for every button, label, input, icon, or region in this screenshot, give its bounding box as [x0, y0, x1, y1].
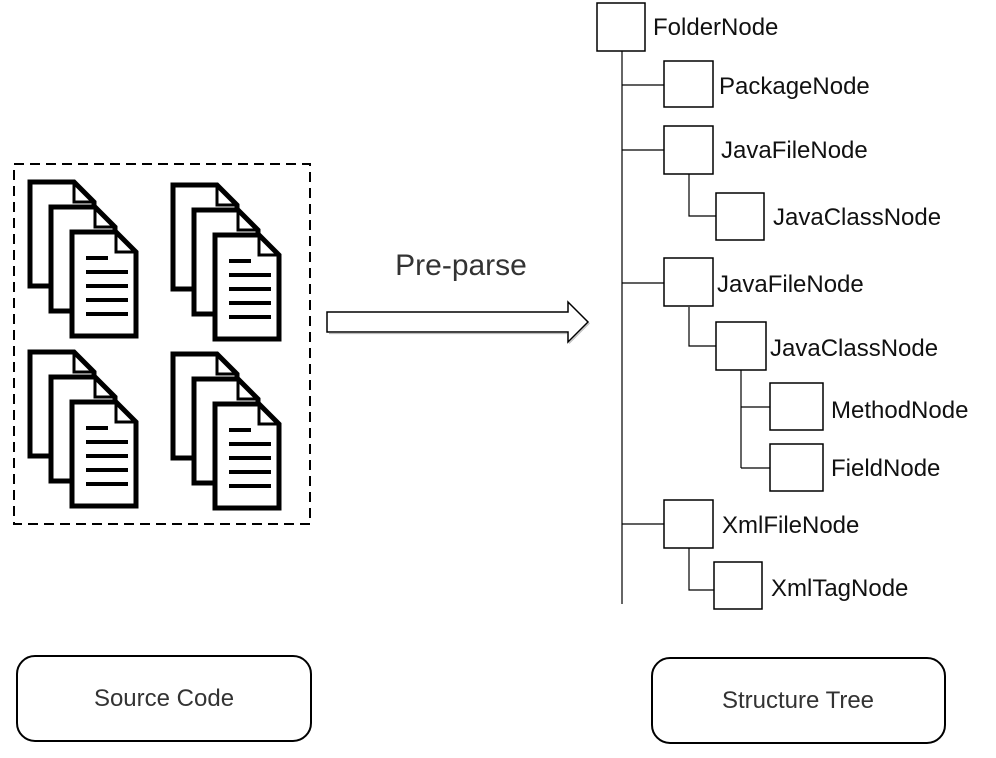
document-stack-icon: [170, 182, 282, 342]
node-box-field: [769, 443, 824, 492]
document-icon-groups: [27, 179, 282, 511]
node-label-xmltag: XmlTagNode: [771, 575, 908, 602]
source-code-dashed-frame: [13, 163, 311, 525]
connector-xmltag: [688, 548, 714, 591]
node-box-javafile-1: [663, 125, 714, 175]
node-box-javaclass-2: [715, 321, 767, 371]
node-label-javaclass-2: JavaClassNode: [770, 335, 938, 362]
node-label-method: MethodNode: [831, 397, 968, 424]
source-code-panel: [13, 163, 311, 525]
connector-javaclass-1: [688, 174, 716, 217]
tree-connectors: [621, 51, 770, 604]
document-page-icon: [69, 399, 139, 509]
source-code-caption-frame: [16, 655, 312, 742]
document-stack-icon: [27, 179, 139, 339]
connector-javaclass-2: [688, 307, 716, 347]
node-box-xmltag: [713, 561, 763, 610]
node-box-javafile-2: [663, 257, 714, 307]
document-page-icon: [69, 229, 139, 339]
source-code-caption: Source Code: [94, 685, 234, 712]
node-label-javafile-2: JavaFileNode: [717, 271, 864, 298]
arrow-shape: [326, 300, 590, 344]
document-page-icon: [212, 232, 282, 342]
node-label-folder: FolderNode: [653, 14, 778, 41]
node-label-xmlfile: XmlFileNode: [722, 512, 859, 539]
node-box-package: [663, 60, 714, 108]
node-label-package: PackageNode: [719, 73, 870, 100]
node-label-javafile-1: JavaFileNode: [721, 137, 868, 164]
node-box-folder: [596, 2, 646, 52]
pre-parse-arrow: Pre-parse: [326, 249, 590, 344]
document-stack-icon: [170, 351, 282, 511]
document-page-icon: [212, 401, 282, 511]
source-code-caption-box: Source Code: [16, 655, 312, 742]
node-box-xmlfile: [663, 499, 714, 549]
pre-parse-label: Pre-parse: [395, 249, 527, 282]
node-label-field: FieldNode: [831, 455, 940, 482]
structure-tree-caption-frame: [651, 657, 946, 744]
structure-tree-caption: Structure Tree: [722, 687, 874, 714]
arrow-shadow: [329, 322, 590, 344]
node-box-javaclass-1: [715, 192, 765, 241]
node-box-method: [769, 382, 824, 431]
structure-tree: FolderNode PackageNode JavaFileNode Java…: [596, 2, 968, 610]
node-label-javaclass-1: JavaClassNode: [773, 204, 941, 231]
document-stack-icon: [27, 349, 139, 509]
structure-tree-caption-box: Structure Tree: [651, 657, 946, 744]
